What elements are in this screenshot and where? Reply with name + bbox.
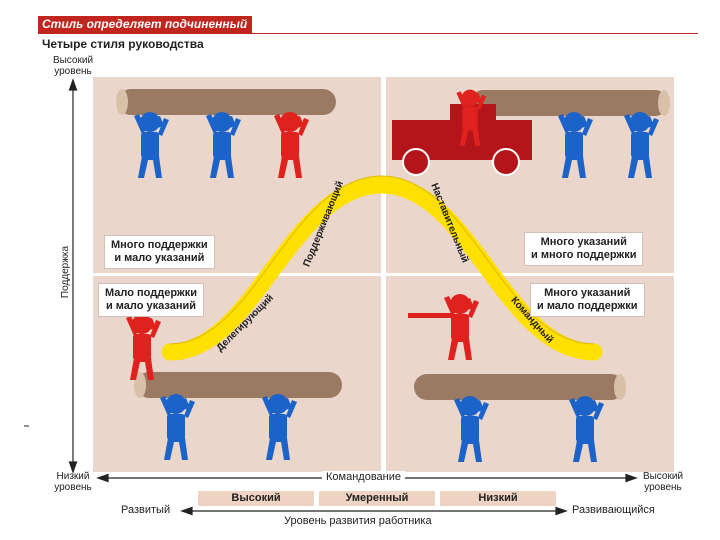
leadership-curve-edge — [169, 175, 595, 345]
header-subtitle: Четыре стиля руководства — [42, 37, 204, 51]
illustration-bottom-right — [408, 294, 626, 462]
quadrant-label-br-line-1: Много указаний — [544, 287, 631, 299]
header-title: Стиль определяет подчиненный — [38, 16, 252, 33]
x-axis-left-label: Низкий уровень — [44, 471, 102, 493]
development-level-high: Высокий — [198, 491, 314, 506]
development-axis — [180, 506, 568, 516]
illustration-top-left — [116, 89, 336, 178]
development-level-low: Низкий — [440, 491, 556, 506]
quadrant-label-br-line-2: и мало поддержки — [537, 300, 638, 312]
illustration-bottom-left — [126, 314, 342, 460]
quadrant-label-tl-line-1: Много поддержки — [111, 239, 208, 251]
quadrant-label-top-right: Много указаний и много поддержки — [524, 232, 644, 266]
development-right-label: Развивающийся — [572, 504, 655, 516]
x-right-line-2: уровень — [644, 482, 682, 493]
quadrant-label-tr-line-2: и много поддержки — [531, 249, 637, 261]
quadrant-label-tr-line-1: Много указаний — [540, 236, 627, 248]
x-axis-label: Командование — [322, 471, 405, 483]
leadership-curve — [161, 176, 603, 361]
y-top-line-2: уровень — [54, 66, 92, 77]
quadrant-label-bl-line-2: и мало указаний — [105, 300, 196, 312]
y-axis — [68, 78, 78, 474]
quadrant-label-top-left: Много поддержки и мало указаний — [104, 235, 215, 269]
y-top-line-1: Высокий — [52, 55, 94, 66]
x-left-line-1: Низкий — [56, 471, 90, 482]
y-axis-label: Поддержка — [60, 245, 71, 298]
development-left-label: Развитый — [121, 504, 171, 516]
quadrant-label-bottom-right: Много указаний и мало поддержки — [530, 283, 645, 317]
x-left-line-2: уровень — [54, 482, 92, 493]
illustration-top-right — [392, 89, 670, 178]
x-right-line-1: Высокий — [642, 471, 684, 482]
development-axis-label: Уровень развития работника — [284, 515, 432, 527]
y-axis-top-label: Высокий уровень — [44, 55, 102, 77]
quadrant-label-tl-line-2: и мало указаний — [114, 252, 205, 264]
quadrant-label-bottom-left: Мало поддержки и мало указаний — [98, 283, 204, 317]
x-axis-right-label: Высокий уровень — [632, 471, 694, 493]
quadrant-label-bl-line-1: Мало поддержки — [105, 287, 197, 299]
development-level-moderate: Умеренный — [319, 491, 435, 506]
header-divider — [38, 33, 698, 34]
curve-label-coaching: Наставительный — [428, 182, 470, 265]
